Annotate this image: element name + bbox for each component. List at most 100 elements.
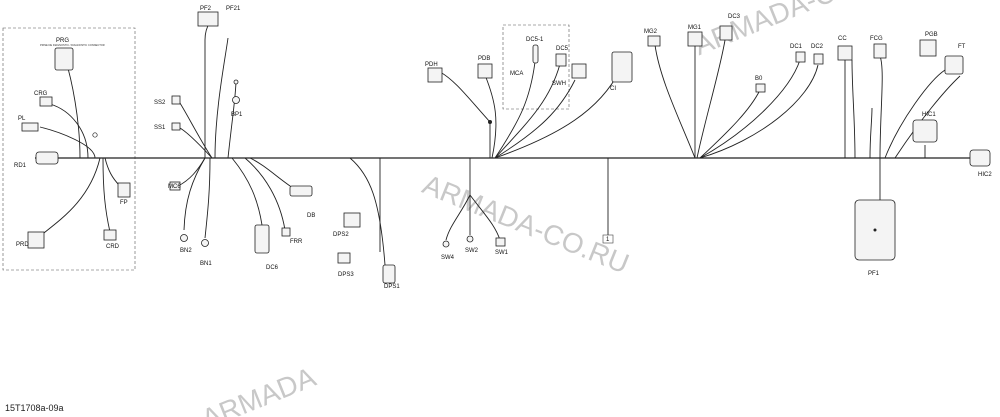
label-pf1: PF1 [868,271,880,277]
label-mg1: MG1 [688,25,702,31]
label-hic2: HIC2 [978,172,992,178]
cc-connector [837,45,853,61]
center-frame [502,24,570,110]
sw2-connector [466,235,474,243]
label-pdh: PDH [425,62,438,68]
crd-connector [103,229,117,241]
pdb-connector [477,63,493,79]
label-hic1: HIC1 [922,112,936,118]
label-sw1: SW1 [495,250,509,256]
dc1-connector [795,51,806,63]
sw1-connector [495,237,506,247]
center-branches: 1 [439,61,621,244]
label-ss2: SS2 [154,100,166,106]
bn2-connector [180,234,188,242]
bn1-connector [201,239,209,247]
pgb-connector [919,39,937,57]
bp1-connector [233,79,239,85]
mc6-connector [169,181,181,191]
label-crd: CRD [106,244,120,250]
label-dc5: DC5 [556,46,569,52]
label-pf2: PF2 [200,6,212,12]
dps3-connector [337,252,351,264]
label-prg: PRG [56,38,69,44]
watermark-center: ARMADA-CO.RU [418,169,633,280]
label-dc5-1: DC5-1 [526,37,544,43]
fp-connector [117,182,131,198]
label-bn1: BN1 [200,261,212,267]
pdh-connector [427,67,443,83]
label-dc6: DC6 [266,265,279,271]
label-swh: SWH [552,81,566,87]
label-dc2: DC2 [811,44,824,50]
callout-number: 1 [606,237,610,243]
label-dc3: DC3 [728,14,741,20]
swh-connector [571,63,587,79]
label-mg2: MG2 [644,29,658,35]
dps1-connector [382,264,396,284]
callout-box [602,234,614,244]
left-center-branches [177,21,386,266]
label-pgb: PGB [925,32,938,38]
rd1-connector [35,151,59,165]
label-dps3: DPS3 [338,272,354,278]
label-dps2: DPS2 [333,232,349,238]
label-pdb: PDB [478,56,490,62]
desc-prg: PRISE DE DIAGNOSTIC / DIAGNOSTIC CONNECT… [40,43,105,47]
connector-symbols [21,11,991,284]
fcg-connector [873,43,887,59]
ss1-connector [171,122,181,131]
label-mc6: MC6 [168,184,181,190]
db-connector [289,185,313,197]
ci-connector [611,51,633,83]
label-sw4: SW4 [441,255,455,261]
frr-connector [281,227,291,237]
label-crg: CRG [34,91,48,97]
label-db: DB [307,213,315,219]
hic2-connector [969,149,991,167]
label-prd: PRD [16,242,29,248]
label-ci: CI [610,86,616,92]
label-bp1: BP1 [231,112,243,118]
dc5-1-connector [532,44,539,64]
label-fcg: FCG [870,36,883,42]
prd-connector [27,231,45,249]
prg-connector [54,47,74,71]
watermark-bottom: ARMADA [197,361,320,417]
dc2-connector [813,53,824,65]
label-cc: CC [838,36,847,42]
pf21-connector [232,96,240,104]
pl-connector [21,122,39,132]
left-branches [39,57,121,237]
crg-connector [39,96,53,107]
label-dps1: DPS1 [384,284,400,290]
label-ft: FT [958,44,966,50]
label-b0: B0 [755,76,763,82]
label-sw2: SW2 [465,248,479,254]
label-ss1: SS1 [154,125,166,131]
left-frame [2,27,136,271]
dc5-connector [555,53,567,67]
mg2-connector [647,35,661,47]
hic1-connector [912,119,938,143]
right-branches [654,39,961,200]
pf2-connector [197,11,219,27]
label-fp: FP [120,200,128,206]
label-dc1: DC1 [790,44,803,50]
ft-connector [944,55,964,75]
dc6-connector [254,224,270,254]
sw4-connector [442,240,450,248]
ss2-connector [171,95,181,105]
connector-labels: PRG PRISE DE DIAGNOSTIC / DIAGNOSTIC CON… [14,6,992,290]
label-bn2: BN2 [180,248,192,254]
label-mca: MCA [510,71,523,77]
reference-code: 15T1708a-09a [5,403,64,413]
label-frr: FRR [290,239,303,245]
dps2-connector [343,212,361,228]
dc3-connector [719,25,733,41]
b0-connector [755,83,766,93]
label-pf21: PF21 [226,6,241,12]
mg1-connector [687,31,703,47]
label-pl: PL [18,116,26,122]
